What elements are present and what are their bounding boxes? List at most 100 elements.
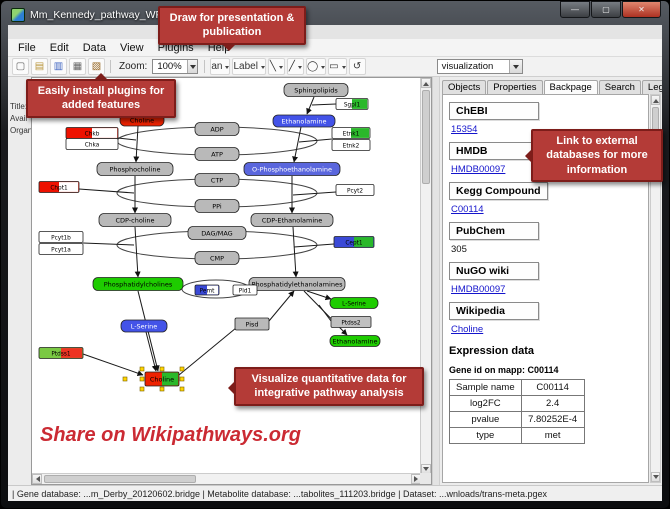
pathway-node-ppi[interactable]: PPi [194, 199, 240, 213]
pathway-node-pemt[interactable]: Pemt [194, 284, 220, 296]
pathway-node-phosphatidylethanolamines[interactable]: Phosphatidylethanolamines [248, 277, 346, 291]
tab-properties[interactable]: Properties [487, 80, 543, 94]
canvas-hscroll-thumb[interactable] [44, 475, 196, 483]
pathway-node-cdp-ethanolamine[interactable]: CDP-Ethanolamine [250, 213, 334, 227]
copy-button[interactable]: ▦ [69, 58, 86, 75]
maximize-button[interactable]: ▢ [591, 1, 621, 18]
pathway-edge[interactable] [293, 243, 335, 248]
menu-view[interactable]: View [119, 41, 144, 54]
pathway-node-ptdss2[interactable]: Ptdss2 [330, 316, 372, 328]
pathway-node-dag-mag[interactable]: DAG/MAG [187, 226, 247, 240]
pathway-edge[interactable] [134, 226, 141, 278]
pathway-node-choline[interactable]: Choline [122, 366, 185, 392]
external-link-hmdb00097[interactable]: HMDB00097 [451, 164, 506, 175]
pathway-node-etnk2[interactable]: Etnk2 [331, 139, 371, 151]
selection-handle[interactable] [139, 376, 145, 382]
pathway-node-ctp[interactable]: CTP [194, 173, 240, 187]
pathway-node-sgpl1[interactable]: Sgpl1 [335, 98, 369, 110]
pathway-node-chpt1[interactable]: Chpt1 [38, 181, 80, 193]
external-link-choline[interactable]: Choline [451, 324, 484, 335]
menu-data[interactable]: Data [82, 41, 106, 54]
scroll-down-icon[interactable] [651, 472, 660, 482]
pathway-node-o-phosphoethanolamine[interactable]: O-Phosphoethanolamine [243, 162, 341, 176]
visualization-combobox[interactable]: visualization [436, 59, 523, 74]
graphical-line-tool-button[interactable]: ╱ [286, 58, 304, 75]
open-file-button[interactable]: ▤ [31, 58, 48, 75]
new-file-button[interactable]: ▢ [12, 58, 29, 75]
external-link-hmdb00097[interactable]: HMDB00097 [451, 284, 506, 295]
tab-objects[interactable]: Objects [442, 80, 487, 94]
pathway-node-ethanolamine[interactable]: Ethanolamine [272, 114, 336, 128]
selection-handle[interactable] [179, 386, 185, 392]
scroll-left-icon[interactable] [32, 474, 42, 484]
pathway-edge[interactable] [82, 242, 135, 246]
pathway-edge[interactable] [292, 226, 299, 278]
pathway-edge[interactable] [306, 290, 332, 301]
pathway-node-ethanolamine[interactable]: Ethanolamine [329, 335, 381, 347]
pathway-node-etnk1[interactable]: Etnk1 [331, 127, 371, 139]
canvas-horizontal-scrollbar[interactable] [32, 473, 421, 484]
label-tool-button[interactable]: Label [232, 58, 266, 75]
pathway-edge[interactable] [298, 138, 333, 143]
pathway-node-sphingolipids[interactable]: Sphingolipids [283, 83, 349, 97]
rect-tool-button[interactable]: ▭ [328, 58, 347, 75]
pathway-edge[interactable] [82, 353, 144, 377]
selection-handle[interactable] [139, 386, 145, 392]
pathway-edge[interactable] [117, 137, 137, 141]
pathway-node-atp[interactable]: ATP [194, 147, 240, 161]
external-link-c00114[interactable]: C00114 [451, 204, 484, 215]
pathway-edge[interactable] [133, 125, 140, 163]
pathway-edge[interactable] [178, 327, 237, 376]
close-button[interactable]: ✕ [622, 1, 661, 18]
menu-file[interactable]: File [18, 41, 36, 54]
selection-handle[interactable] [159, 386, 165, 392]
scroll-up-icon[interactable] [421, 78, 431, 88]
selection-handle[interactable] [139, 366, 145, 372]
tab-search[interactable]: Search [598, 80, 641, 94]
pathway-edge[interactable] [268, 290, 295, 322]
pathway-edge[interactable] [311, 103, 337, 106]
pathway-edge[interactable] [292, 126, 302, 163]
pathway-node-pisd[interactable]: Pisd [234, 317, 270, 331]
selection-handle[interactable] [122, 376, 128, 382]
panel-splitter[interactable] [432, 77, 440, 485]
pathway-node-adp[interactable]: ADP [194, 122, 240, 136]
selection-handle[interactable] [179, 376, 185, 382]
pathway-node-pcyt1a[interactable]: Pcyt1a [38, 243, 84, 255]
oval-tool-button[interactable]: ◯ [305, 58, 327, 75]
zoom-dropdown-arrow-icon[interactable] [186, 60, 198, 73]
tab-legend[interactable]: Legend [641, 80, 662, 94]
pathway-edge[interactable] [145, 331, 158, 372]
pathway-node-chkb[interactable]: Chkb [65, 127, 119, 139]
pathway-node-pld1[interactable]: Pld1 [232, 284, 258, 296]
pathway-node-cept1[interactable]: Cept1 [333, 236, 375, 248]
save-button[interactable]: ▥ [50, 58, 67, 75]
pathway-edge[interactable] [292, 191, 337, 196]
tab-backpage[interactable]: Backpage [543, 80, 598, 94]
undo-button[interactable]: ↺ [348, 58, 366, 75]
canvas-vscroll-thumb[interactable] [422, 90, 430, 184]
minimize-button[interactable]: — [560, 1, 590, 18]
pathway-node-pcyt2[interactable]: Pcyt2 [335, 184, 375, 196]
pathway-node-l-serine[interactable]: L-Serine [329, 297, 379, 309]
pathway-node-cdp-choline[interactable]: CDP-choline [98, 213, 172, 227]
visualization-dropdown-arrow-icon[interactable] [508, 60, 522, 73]
pathway-node-phosphocholine[interactable]: Phosphocholine [96, 162, 174, 176]
pathway-node-chka[interactable]: Chka [65, 138, 119, 150]
external-link-15354[interactable]: 15354 [451, 124, 478, 135]
line-tool-button[interactable]: ╲ [267, 58, 285, 75]
selection-handle[interactable] [179, 366, 185, 372]
pathway-edge[interactable] [318, 304, 332, 322]
pathway-node-cmp[interactable]: CMP [194, 251, 240, 265]
menu-edit[interactable]: Edit [49, 41, 69, 54]
pathway-node-pcyt1b[interactable]: Pcyt1b [38, 231, 84, 243]
canvas-vertical-scrollbar[interactable] [420, 78, 431, 474]
datanode-tool-button[interactable]: an [210, 58, 231, 75]
zoom-combobox[interactable]: 100% [152, 59, 199, 74]
pathway-node-phosphatidylcholines[interactable]: Phosphatidylcholines [92, 277, 184, 291]
pathway-edge[interactable] [78, 188, 135, 194]
pathway-node-l-serine[interactable]: L-Serine [120, 319, 168, 333]
selection-handle[interactable] [159, 366, 165, 372]
